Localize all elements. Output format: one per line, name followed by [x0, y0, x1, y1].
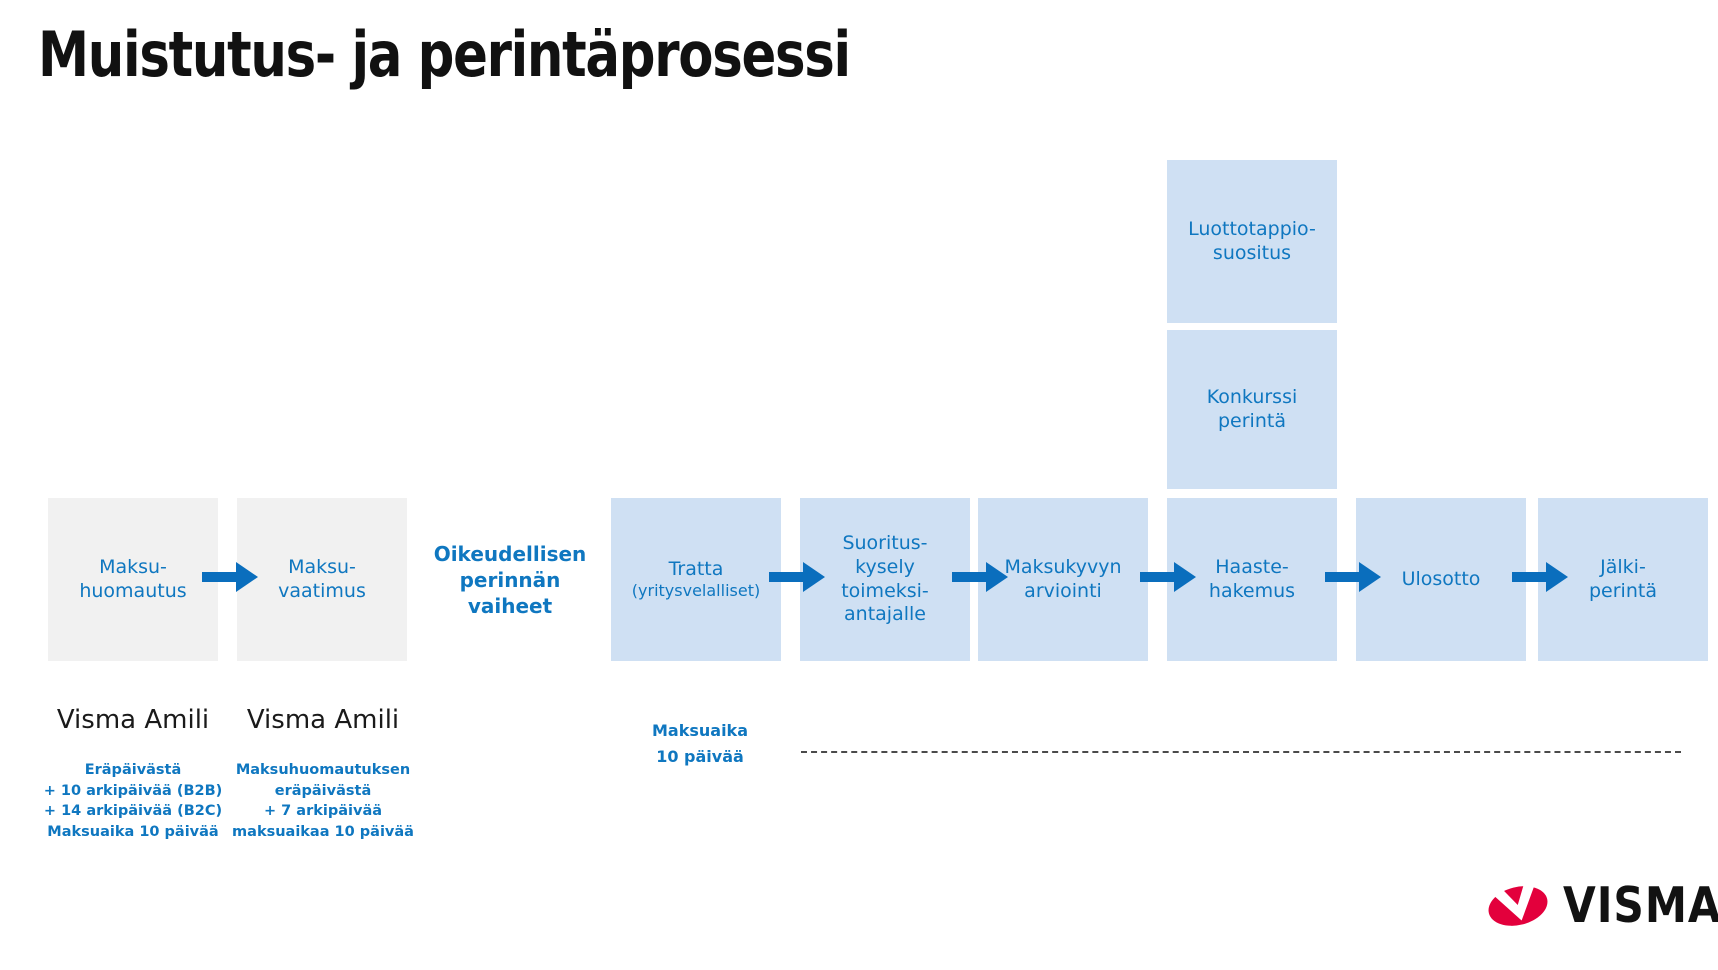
note-maksuaika: Maksuaika 10 päivää [615, 718, 785, 769]
section-label-oikeudellinen-perinta: Oikeudellisen perinnän vaiheet [420, 498, 600, 661]
arrow-right-icon-5 [1325, 561, 1381, 593]
timeline-dashed-line [801, 751, 1681, 753]
caption-line: Maksuhuomautuksen [235, 762, 411, 778]
flow-box-label: Maksukyvyn arviointi [1004, 555, 1122, 602]
caption-line: Eräpäivästä [84, 762, 182, 778]
caption-body-maksuvaatimus: Maksuhuomautuksen eräpäivästä + 7 arkipä… [204, 760, 442, 842]
flow-box-luottotappio-suositus[interactable]: Luottotappio- suositus [1167, 160, 1337, 323]
arrow-right-icon-3 [952, 561, 1008, 593]
flow-box-maksuvaatimus[interactable]: Maksu- vaatimus [237, 498, 407, 661]
flow-box-maksukyvyn-arviointi[interactable]: Maksukyvyn arviointi [978, 498, 1148, 661]
flow-box-maksuhuomautus[interactable]: Maksu- huomautus [48, 498, 218, 661]
visma-logo: VISMA [1487, 877, 1718, 934]
caption-line: + 7 arkipäivää [263, 803, 383, 820]
flow-box-label: Suoritus- kysely toimeksi- antajalle [841, 532, 929, 626]
flow-box-label: Ulosotto [1401, 567, 1481, 590]
visma-wordmark: VISMA [1563, 877, 1718, 934]
section-label-text: Oikeudellisen perinnän vaiheet [433, 541, 587, 618]
flow-box-jalkiperinta[interactable]: Jälki- perintä [1538, 498, 1708, 661]
caption-line: eräpäivästä [274, 782, 372, 799]
flow-box-haastehakemus[interactable]: Haaste- hakemus [1167, 498, 1337, 661]
caption-line: maksuaikaa 10 päivää [232, 823, 414, 840]
flow-box-suorituskysely[interactable]: Suoritus- kysely toimeksi- antajalle [800, 498, 970, 661]
arrow-right-icon-4 [1140, 561, 1196, 593]
note-line: Maksuaika [652, 721, 748, 740]
flow-box-label: Konkurssi perintä [1206, 385, 1298, 432]
flow-box-label: Haaste- hakemus [1208, 555, 1296, 602]
flow-box-konkurssi-perinta[interactable]: Konkurssi perintä [1167, 330, 1337, 489]
arrow-right-icon-1 [202, 561, 258, 593]
caption-heading-maksuhuomautus: Visma Amili [56, 705, 210, 735]
flow-box-label: Maksu- vaatimus [278, 555, 366, 602]
caption-line: + 10 arkipäivää (B2B) [43, 782, 223, 799]
flow-box-ulosotto[interactable]: Ulosotto [1356, 498, 1526, 661]
flow-box-label: Maksu- huomautus [79, 555, 187, 602]
caption-body-maksuhuomautus: Eräpäivästä + 10 arkipäivää (B2B) + 14 a… [14, 760, 252, 842]
arrow-right-icon-2 [769, 561, 825, 593]
caption-line: Maksuaika 10 päivää [47, 823, 219, 840]
visma-swoosh-icon [1487, 877, 1549, 929]
flow-box-tratta[interactable]: Tratta (yritysvelalliset) [611, 498, 781, 661]
flow-box-label: Jälki- perintä [1589, 555, 1657, 602]
arrow-right-icon-6 [1512, 561, 1568, 593]
flow-box-label: Tratta (yritysvelalliset) [631, 557, 761, 601]
page-title: Muistutus- ja perintäprosessi [38, 18, 851, 91]
caption-heading-maksuvaatimus: Visma Amili [246, 705, 400, 735]
caption-line: + 14 arkipäivää (B2C) [43, 803, 223, 820]
note-line: 10 päivää [656, 746, 744, 766]
flow-box-label: Luottotappio- suositus [1188, 217, 1316, 264]
